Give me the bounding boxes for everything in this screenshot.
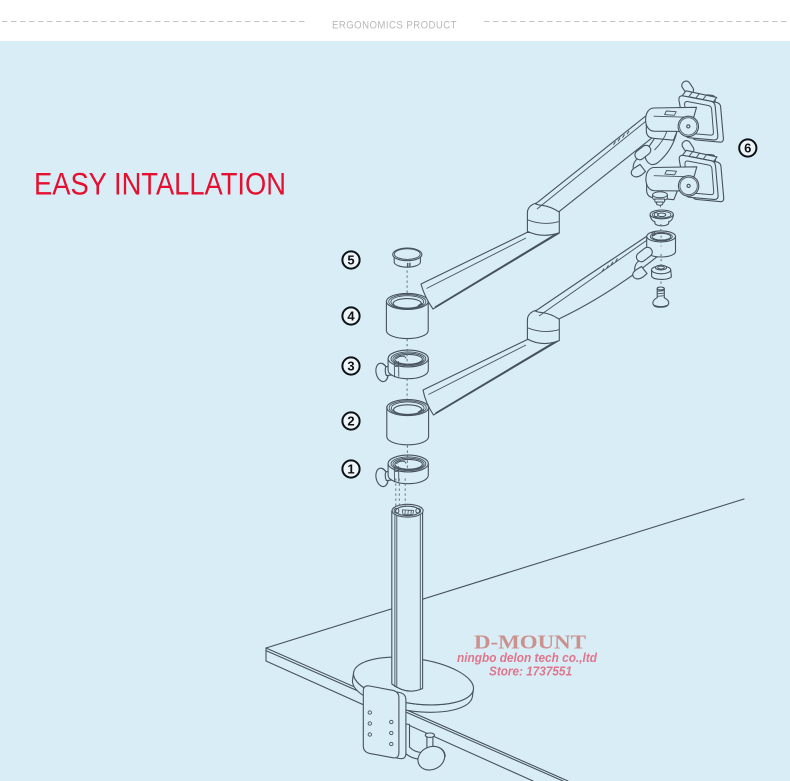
svg-text:D-MOUNT: D-MOUNT xyxy=(474,632,586,654)
svg-text:6: 6 xyxy=(744,141,751,156)
svg-text:EASY INTALLATION: EASY INTALLATION xyxy=(34,166,286,202)
svg-text:ERGONOMICS PRODUCT: ERGONOMICS PRODUCT xyxy=(332,20,457,32)
svg-text:4: 4 xyxy=(347,309,355,324)
svg-text:ningbo delon tech co.,ltd: ningbo delon tech co.,ltd xyxy=(457,651,597,665)
svg-text:1: 1 xyxy=(347,462,354,477)
svg-text:5: 5 xyxy=(347,253,354,268)
svg-text:3: 3 xyxy=(347,359,354,374)
svg-text:2: 2 xyxy=(347,414,354,429)
svg-text:Store: 1737551: Store: 1737551 xyxy=(489,663,572,678)
